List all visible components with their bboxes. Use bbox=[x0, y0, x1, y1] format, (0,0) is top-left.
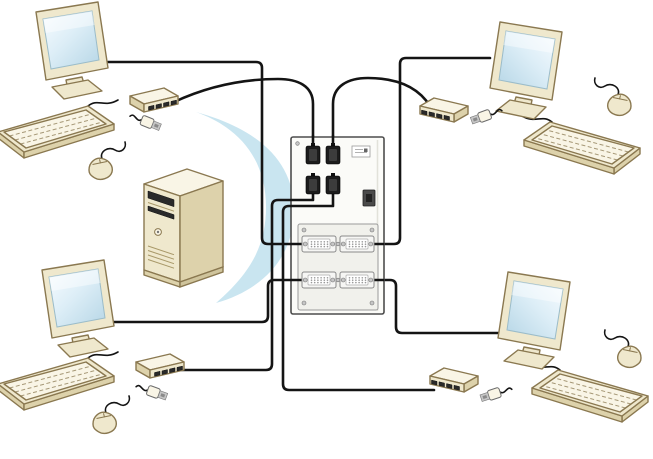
usb-plug bbox=[133, 380, 170, 403]
keyboard bbox=[523, 121, 641, 175]
video-cable-top-left bbox=[106, 60, 294, 246]
usb-hub bbox=[129, 87, 179, 113]
workstation-bottom-left bbox=[0, 259, 185, 435]
workstation-top-left bbox=[0, 1, 179, 181]
power-button-dot bbox=[156, 230, 160, 234]
usb-cable-bottom-left bbox=[180, 198, 293, 372]
monitor bbox=[35, 1, 109, 100]
keyboard bbox=[0, 357, 115, 411]
background-swoosh bbox=[196, 112, 294, 303]
bay-divider bbox=[147, 202, 175, 212]
usb-stub-3 bbox=[289, 192, 315, 202]
video-cable-bottom-right bbox=[381, 278, 500, 335]
tower-vents bbox=[147, 245, 175, 269]
usb-hub bbox=[419, 97, 469, 123]
mouse bbox=[603, 329, 642, 369]
tower-base-side bbox=[179, 266, 224, 288]
subpanel-screw-3 bbox=[301, 300, 307, 306]
video-connector-3 bbox=[301, 271, 337, 289]
mouse bbox=[88, 141, 127, 181]
keyboard bbox=[0, 105, 115, 159]
video-connector-1 bbox=[301, 235, 337, 253]
keyboard-cable-bottom-left bbox=[87, 351, 119, 359]
subpanel-screw-1 bbox=[301, 227, 307, 233]
video-cable-bottom-left bbox=[110, 278, 294, 324]
tower-side-face bbox=[179, 180, 224, 283]
usb-cable-top-left bbox=[172, 77, 315, 138]
kvm-rear-panel bbox=[289, 134, 385, 315]
drive-bay-1 bbox=[147, 190, 175, 208]
workstation-top-right bbox=[419, 21, 641, 175]
usb-connector-1 bbox=[305, 142, 321, 165]
subpanel-screw-5 bbox=[335, 241, 341, 247]
usb-cable-top-right bbox=[331, 76, 432, 138]
computer-tower bbox=[143, 168, 224, 288]
usb-hub bbox=[135, 353, 185, 379]
keyboard bbox=[531, 369, 649, 423]
panel-label bbox=[351, 145, 371, 158]
drive-bay-2 bbox=[147, 205, 175, 220]
power-connector bbox=[362, 189, 376, 207]
keyboard-cable-top-left bbox=[87, 99, 119, 107]
mouse bbox=[92, 395, 131, 435]
panel-screw-top bbox=[295, 141, 300, 146]
usb-plug bbox=[127, 109, 163, 133]
usb-connector-2 bbox=[325, 142, 341, 165]
usb-cable-bottom-right bbox=[281, 204, 436, 392]
monitor bbox=[497, 271, 571, 370]
usb-connector-4 bbox=[325, 172, 341, 195]
usb-hub bbox=[429, 367, 479, 393]
usb-plug bbox=[468, 104, 505, 127]
video-cable-top-right bbox=[381, 56, 492, 246]
monitor bbox=[41, 259, 115, 358]
monitor bbox=[489, 21, 563, 120]
usb-stub-4 bbox=[289, 192, 335, 208]
usb-connector-3 bbox=[305, 172, 321, 195]
subpanel-screw-4 bbox=[369, 300, 375, 306]
subpanel-screw-6 bbox=[335, 277, 341, 283]
video-connector-2 bbox=[339, 235, 375, 253]
workstation-bottom-right bbox=[429, 271, 649, 423]
mouse bbox=[593, 77, 632, 117]
video-connector-4 bbox=[339, 271, 375, 289]
usb-plug bbox=[478, 382, 514, 404]
subpanel-screw-2 bbox=[369, 227, 375, 233]
